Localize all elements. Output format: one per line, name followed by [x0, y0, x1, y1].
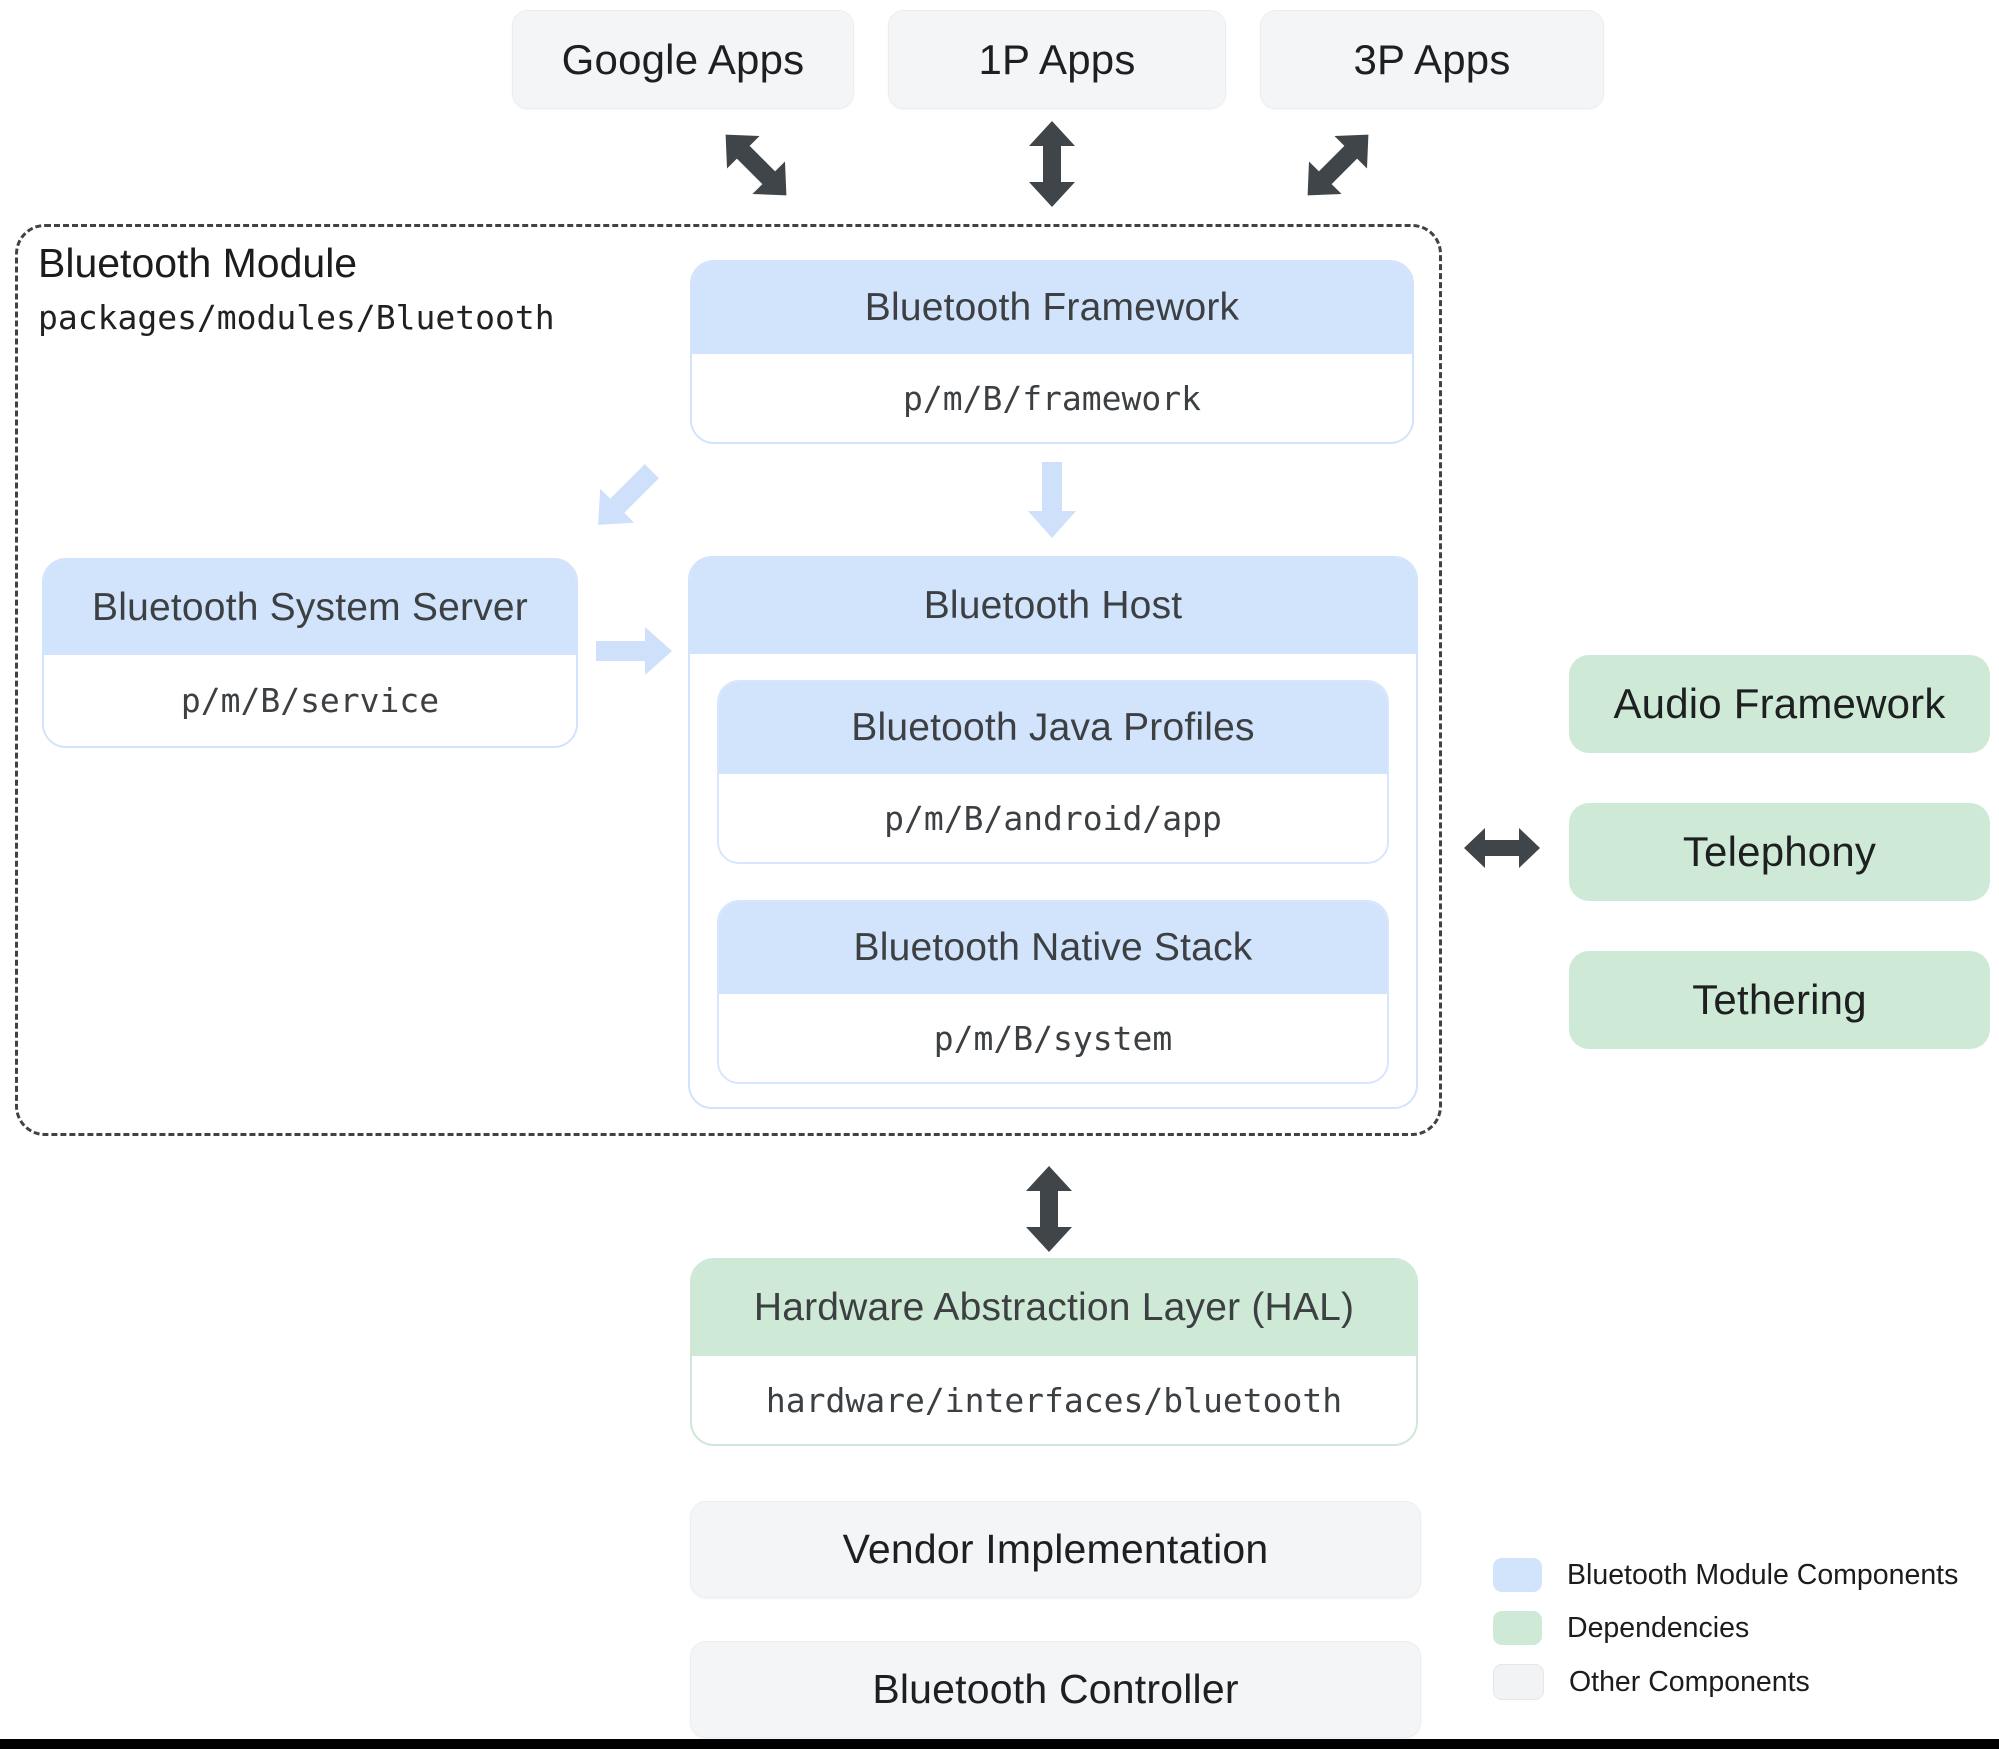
module-path: packages/modules/Bluetooth: [38, 298, 555, 337]
box-bluetooth-framework: Bluetooth Framework p/m/B/framework: [690, 260, 1414, 444]
arrow-framework-to-host-icon: [1028, 462, 1076, 538]
box-bluetooth-native-stack: Bluetooth Native Stack p/m/B/system: [717, 900, 1389, 1084]
box-bluetooth-system-server: Bluetooth System Server p/m/B/service: [42, 558, 578, 748]
bluetooth-java-profiles-path: p/m/B/android/app: [719, 774, 1387, 862]
bluetooth-java-profiles-title: Bluetooth Java Profiles: [719, 682, 1387, 774]
double-arrow-1p-apps-module-icon: [1029, 121, 1075, 207]
bluetooth-native-stack-title: Bluetooth Native Stack: [719, 902, 1387, 994]
box-audio-framework: Audio Framework: [1569, 655, 1990, 753]
bluetooth-system-server-path: p/m/B/service: [44, 655, 576, 746]
legend-label: Other Components: [1569, 1665, 1810, 1698]
box-tethering: Tethering: [1569, 951, 1990, 1049]
bluetooth-host-body: Bluetooth Java Profiles p/m/B/android/ap…: [690, 654, 1416, 1107]
box-bluetooth-java-profiles: Bluetooth Java Profiles p/m/B/android/ap…: [717, 680, 1389, 864]
double-arrow-google-apps-module-icon: [725, 134, 787, 196]
double-arrow-3p-apps-module-icon: [1307, 134, 1369, 196]
double-arrow-module-hal-icon: [1026, 1166, 1072, 1252]
legend-swatch-gray: [1493, 1664, 1544, 1700]
bluetooth-system-server-title: Bluetooth System Server: [44, 560, 576, 655]
double-arrow-module-dependencies-icon: [1464, 828, 1540, 868]
box-telephony: Telephony: [1569, 803, 1990, 901]
legend-row-other-components: Other Components: [1493, 1664, 1810, 1700]
box-1p-apps: 1P Apps: [888, 10, 1226, 109]
bluetooth-host-title: Bluetooth Host: [690, 558, 1416, 654]
bluetooth-framework-title: Bluetooth Framework: [692, 262, 1412, 354]
legend-swatch-blue: [1493, 1558, 1542, 1592]
bluetooth-native-stack-path: p/m/B/system: [719, 994, 1387, 1082]
legend-swatch-green: [1493, 1611, 1542, 1645]
arrow-framework-to-system-server-icon: [598, 464, 659, 525]
box-bluetooth-host: Bluetooth Host Bluetooth Java Profiles p…: [688, 556, 1418, 1109]
box-google-apps: Google Apps: [512, 10, 854, 109]
hal-path: hardware/interfaces/bluetooth: [692, 1356, 1416, 1444]
hal-title: Hardware Abstraction Layer (HAL): [692, 1260, 1416, 1356]
legend-label: Bluetooth Module Components: [1567, 1558, 1959, 1591]
screenshot-bottom-edge-bar: [0, 1739, 1999, 1749]
legend-row-dependencies: Dependencies: [1493, 1611, 1749, 1645]
box-vendor-implementation: Vendor Implementation: [690, 1501, 1421, 1598]
box-bluetooth-controller: Bluetooth Controller: [690, 1641, 1421, 1738]
legend-row-module-components: Bluetooth Module Components: [1493, 1558, 1958, 1592]
module-title: Bluetooth Module: [38, 240, 358, 286]
box-3p-apps: 3P Apps: [1260, 10, 1604, 109]
bluetooth-framework-path: p/m/B/framework: [692, 354, 1412, 442]
box-hal: Hardware Abstraction Layer (HAL) hardwar…: [690, 1258, 1418, 1446]
legend-label: Dependencies: [1567, 1611, 1750, 1644]
bluetooth-module-dashed-container: [15, 224, 1442, 1136]
arrow-system-server-to-host-icon: [596, 627, 672, 675]
host-inner-gap: [717, 864, 1389, 900]
